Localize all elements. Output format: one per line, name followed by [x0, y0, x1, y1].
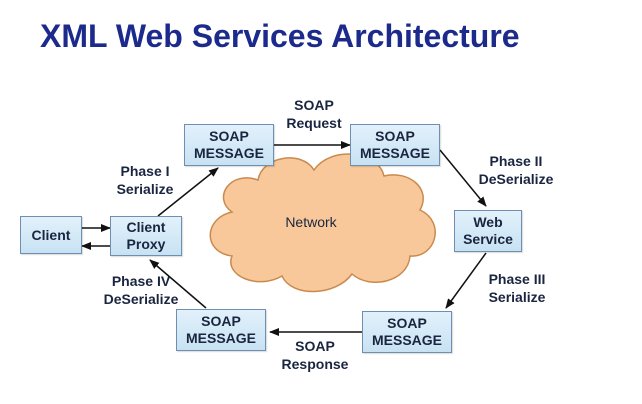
soap-message-bottom-left-box: SOAP MESSAGE	[176, 309, 266, 351]
arrow-to-web-service	[439, 149, 487, 207]
arrow-proxy-to-soap-top-left	[157, 167, 219, 217]
phase4-label: Phase IV DeSerialize	[103, 273, 179, 307]
arrow-web-service-to-soap	[445, 252, 487, 309]
soap-message-bottom-right-box: SOAP MESSAGE	[362, 311, 452, 353]
client-box: Client	[20, 216, 82, 254]
phase1-label: Phase I Serialize	[116, 163, 174, 197]
arrow-soap-to-proxy	[149, 259, 207, 309]
page-title: XML Web Services Architecture	[40, 18, 520, 54]
soap-response-label: SOAP Response	[281, 338, 349, 372]
web-service-box: Web Service	[454, 210, 522, 252]
soap-request-label: SOAP Request	[286, 97, 342, 131]
phase3-label: Phase III Serialize	[488, 271, 546, 305]
network-cloud	[209, 153, 436, 293]
client-proxy-box: Client Proxy	[110, 216, 182, 256]
soap-message-top-left-box: SOAP MESSAGE	[184, 124, 274, 166]
network-label: Network	[285, 214, 337, 230]
phase2-label: Phase II DeSerialize	[478, 153, 554, 187]
soap-message-top-right-box: SOAP MESSAGE	[350, 124, 440, 166]
